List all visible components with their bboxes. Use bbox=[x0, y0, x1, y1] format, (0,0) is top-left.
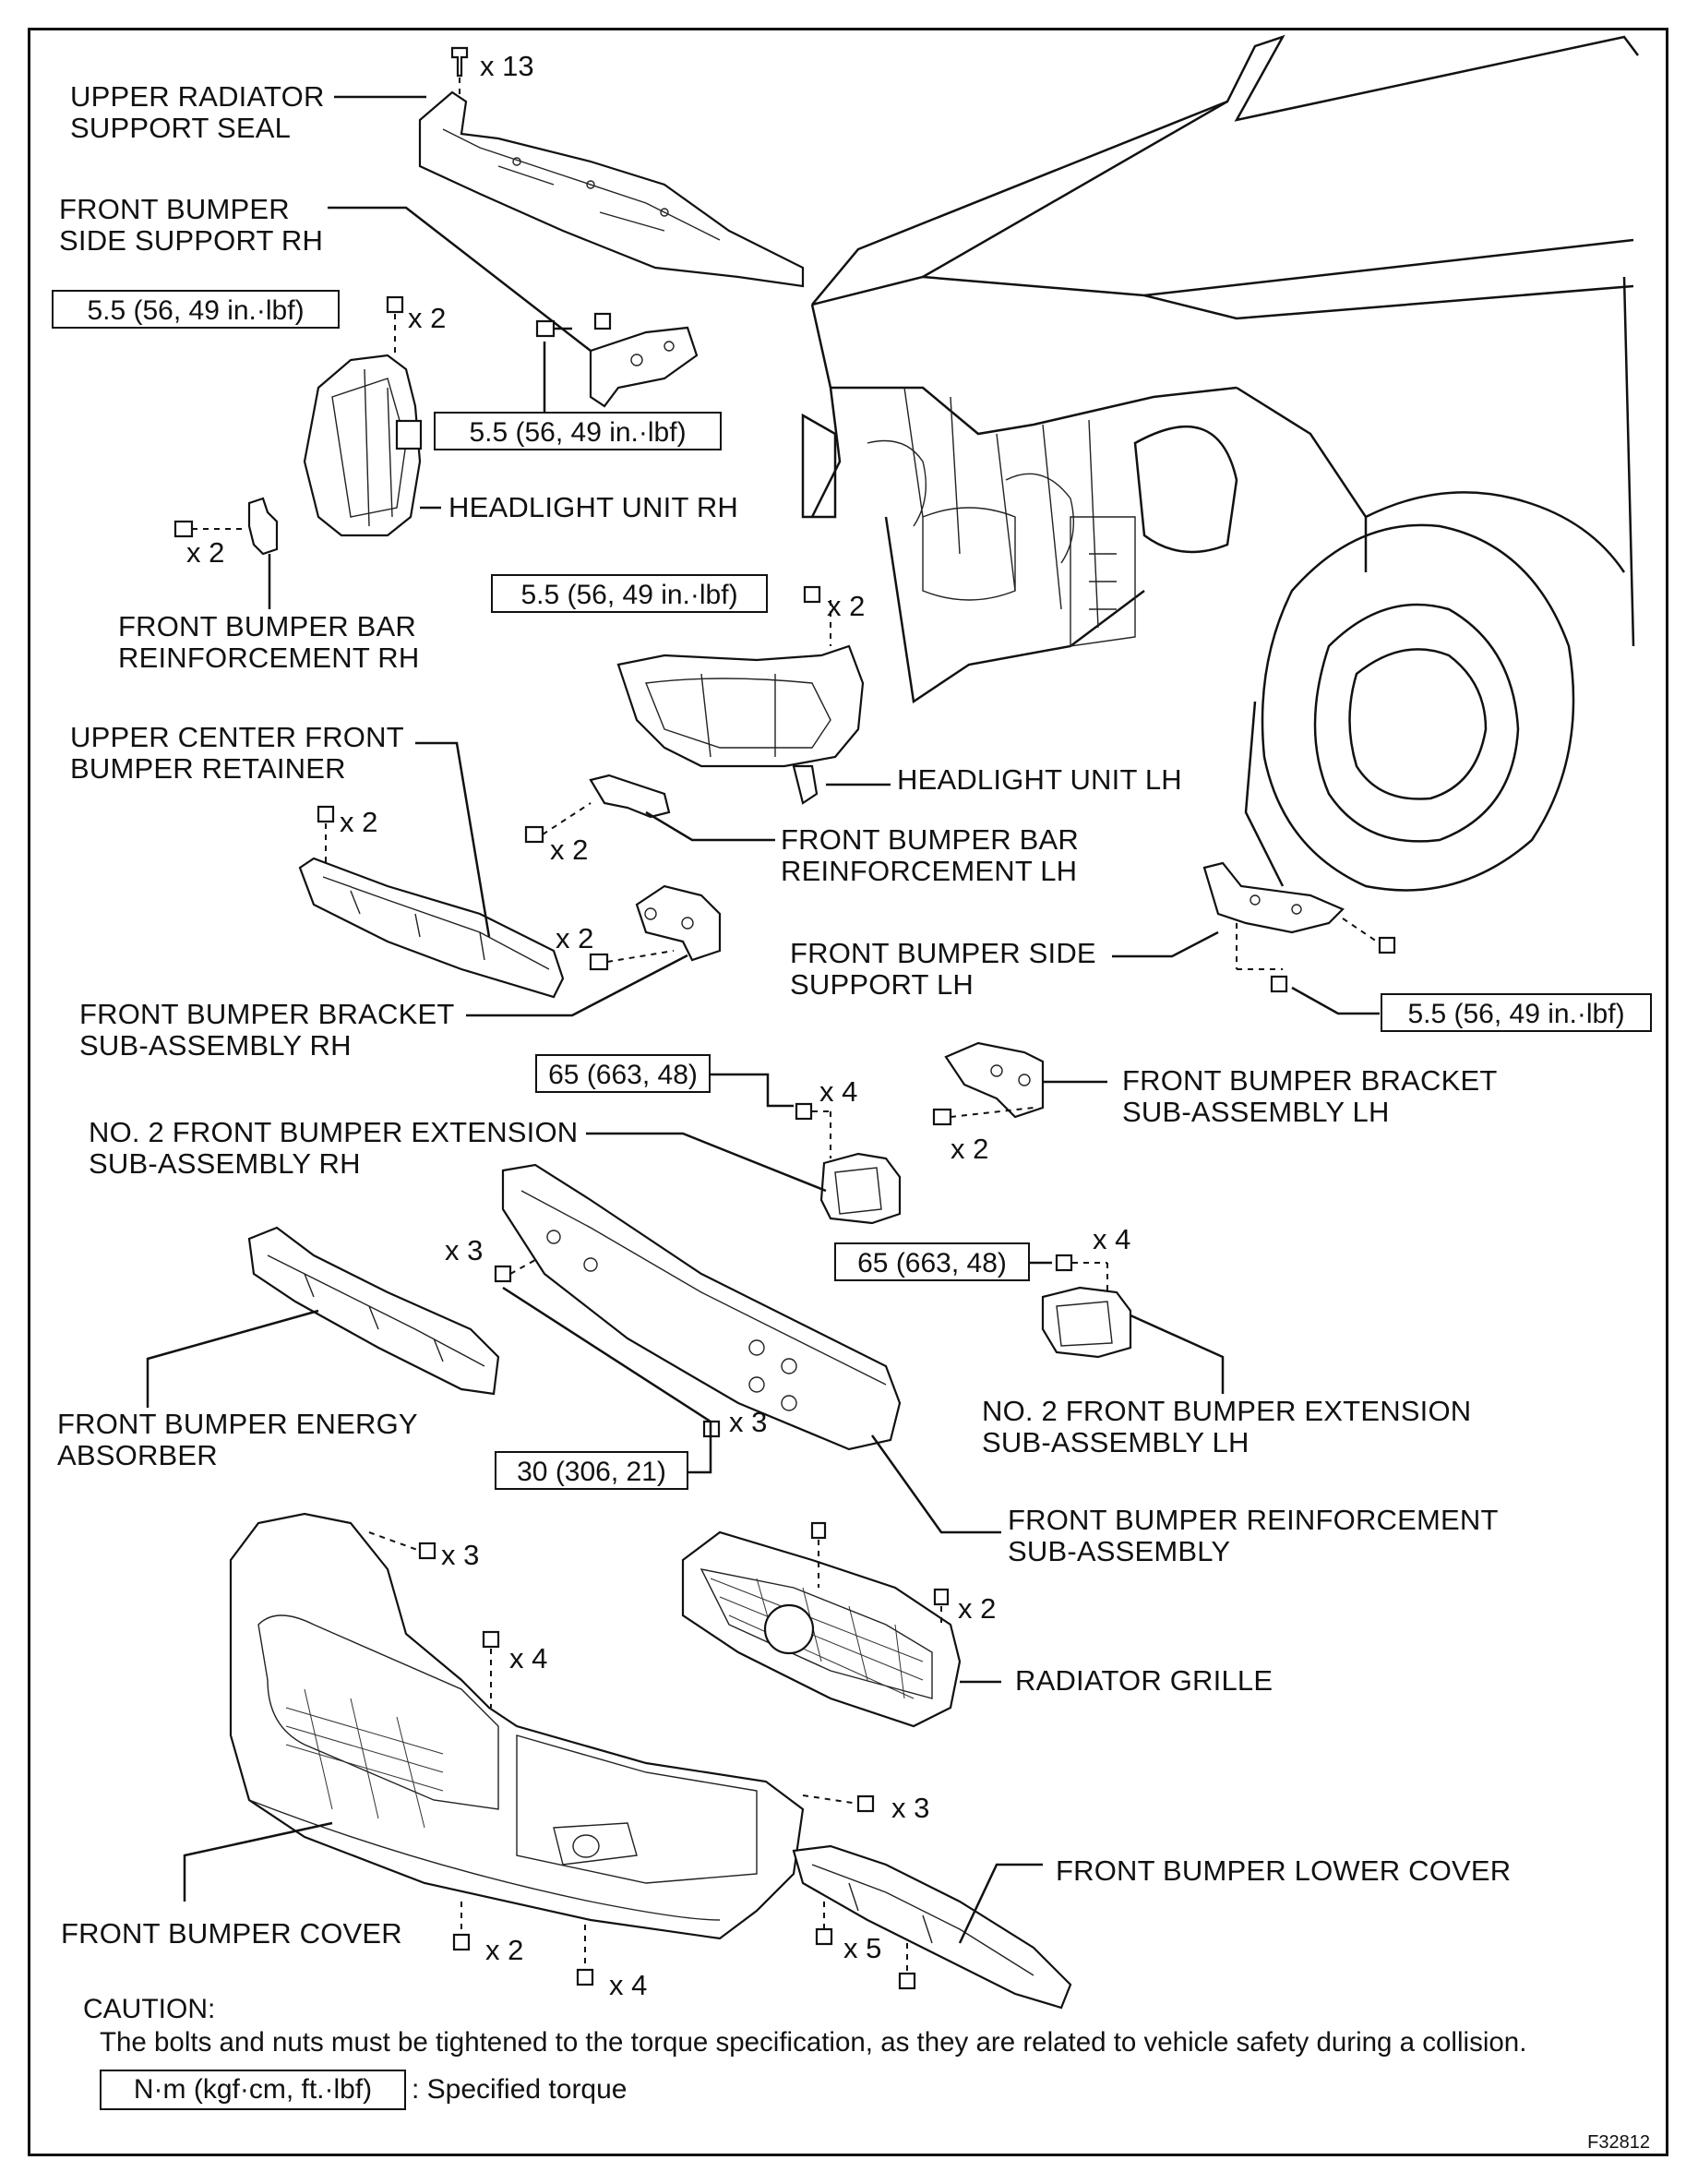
torque-reinforcement: 30 (306, 21) bbox=[495, 1451, 688, 1490]
figure-id: F32812 bbox=[1587, 2132, 1650, 2153]
bolt-icon bbox=[535, 312, 612, 338]
torque-side-support-lh: 5.5 (56, 49 in.·lbf) bbox=[1381, 993, 1652, 1032]
torque-headlight-rh: 5.5 (56, 49 in.·lbf) bbox=[52, 290, 340, 329]
qty-bracket-rh-bolts: x 2 bbox=[556, 922, 594, 954]
label-no2-extension-rh: NO. 2 FRONT BUMPER EXTENSION SUB-ASSEMBL… bbox=[89, 1116, 579, 1180]
radiator-grille-part bbox=[681, 1521, 962, 1728]
torque-ext-lh: 65 (663, 48) bbox=[834, 1242, 1030, 1281]
qty-cover-clips: x 4 bbox=[509, 1642, 548, 1674]
qty-cover-bottom-clips: x 4 bbox=[609, 1969, 648, 2001]
torque-side-support-rh: 5.5 (56, 49 in.·lbf) bbox=[434, 412, 722, 450]
front-bumper-energy-absorber-part bbox=[247, 1226, 500, 1396]
qty-grille-clips: x 2 bbox=[958, 1592, 997, 1625]
no2-extension-rh-part bbox=[795, 1102, 902, 1225]
label-energy-absorber: FRONT BUMPER ENERGY ABSORBER bbox=[57, 1408, 418, 1471]
label-front-bumper-side-support-rh: FRONT BUMPER SIDE SUPPORT RH bbox=[59, 193, 324, 257]
front-bumper-cover-part bbox=[229, 1512, 805, 1940]
label-no2-extension-lh: NO. 2 FRONT BUMPER EXTENSION SUB-ASSEMBL… bbox=[982, 1395, 1472, 1458]
label-front-bumper-bracket-rh: FRONT BUMPER BRACKET SUB-ASSEMBLY RH bbox=[79, 998, 455, 1062]
label-radiator-grille: RADIATOR GRILLE bbox=[1015, 1664, 1274, 1697]
qty-reinforcement-nuts: x 3 bbox=[729, 1406, 768, 1438]
headlight-unit-lh-part bbox=[616, 600, 865, 805]
front-bumper-bracket-lh-part bbox=[932, 1041, 1045, 1126]
label-front-bumper-side-support-lh: FRONT BUMPER SIDE SUPPORT LH bbox=[790, 937, 1096, 1001]
vehicle-front-body bbox=[801, 34, 1639, 892]
qty-retainer-bolts: x 2 bbox=[340, 806, 378, 838]
label-bumper-cover: FRONT BUMPER COVER bbox=[61, 1917, 402, 1950]
bolt-icon bbox=[386, 295, 404, 355]
label-front-bumper-bracket-lh: FRONT BUMPER BRACKET SUB-ASSEMBLY LH bbox=[1122, 1064, 1498, 1128]
qty-cover-side-screws: x 3 bbox=[891, 1792, 930, 1824]
no2-extension-lh-part bbox=[1041, 1254, 1132, 1359]
qty-cover-top-screws: x 3 bbox=[441, 1539, 480, 1571]
diagram-frame bbox=[28, 28, 1668, 2156]
bolt-icon bbox=[803, 585, 821, 604]
label-front-bumper-bar-reinforcement-lh: FRONT BUMPER BAR REINFORCEMENT LH bbox=[781, 823, 1079, 887]
qty-ext-lh-bolts: x 4 bbox=[1093, 1223, 1131, 1255]
torque-headlight-lh: 5.5 (56, 49 in.·lbf) bbox=[491, 574, 768, 613]
qty-cover-bottom-screws: x 2 bbox=[485, 1934, 524, 1966]
qty-bracket-lh-bolts: x 2 bbox=[951, 1133, 989, 1165]
label-reinforcement-sub-assembly: FRONT BUMPER REINFORCEMENT SUB-ASSEMBLY bbox=[1008, 1504, 1499, 1567]
bolt-icon bbox=[317, 805, 335, 863]
bumper-cover-fasteners bbox=[368, 1531, 875, 1986]
label-headlight-unit-lh: HEADLIGHT UNIT LH bbox=[897, 763, 1182, 796]
qty-lower-cover-screws: x 5 bbox=[843, 1932, 882, 1964]
qty-headlight-rh-bolts: x 2 bbox=[408, 302, 447, 334]
front-bumper-side-support-lh-part bbox=[1202, 861, 1396, 993]
front-bumper-bar-reinforcement-lh-part bbox=[524, 774, 671, 844]
caution-title: CAUTION: bbox=[83, 1994, 216, 2024]
label-headlight-unit-rh: HEADLIGHT UNIT RH bbox=[448, 491, 739, 523]
torque-legend-text: : Specified torque bbox=[412, 2074, 628, 2105]
upper-center-front-bumper-retainer-part bbox=[298, 857, 565, 999]
qty-absorber-nuts: x 3 bbox=[445, 1234, 484, 1266]
qty-ext-rh-bolts: x 4 bbox=[819, 1075, 858, 1108]
front-bumper-bar-reinforcement-rh-part bbox=[173, 497, 279, 556]
front-bumper-lower-cover-part bbox=[792, 1844, 1072, 2010]
label-upper-center-front-bumper-retainer: UPPER CENTER FRONT BUMPER RETAINER bbox=[70, 721, 404, 785]
qty-bar-lh-bolts: x 2 bbox=[550, 834, 589, 866]
torque-legend-box: N·m (kgf·cm, ft.·lbf) bbox=[100, 2070, 406, 2110]
seal-clip-icon bbox=[450, 46, 469, 97]
front-bumper-side-support-rh-part bbox=[589, 326, 699, 408]
qty-seal-clips: x 13 bbox=[480, 50, 534, 82]
front-bumper-bracket-rh-part bbox=[589, 884, 722, 971]
headlight-unit-rh-part bbox=[303, 354, 423, 537]
front-bumper-reinforcement-part bbox=[501, 1163, 902, 1451]
label-front-bumper-bar-reinforcement-rh: FRONT BUMPER BAR REINFORCEMENT RH bbox=[118, 610, 420, 674]
caution-text: The bolts and nuts must be tightened to … bbox=[100, 2027, 1527, 2058]
torque-ext-rh: 65 (663, 48) bbox=[535, 1054, 711, 1093]
label-lower-cover: FRONT BUMPER LOWER COVER bbox=[1056, 1854, 1512, 1887]
qty-bar-rh-bolts: x 2 bbox=[186, 536, 225, 569]
upper-radiator-support-seal-part bbox=[418, 90, 805, 288]
qty-headlight-lh-bolts: x 2 bbox=[827, 590, 866, 622]
label-upper-radiator-support-seal: UPPER RADIATOR SUPPORT SEAL bbox=[70, 80, 325, 144]
